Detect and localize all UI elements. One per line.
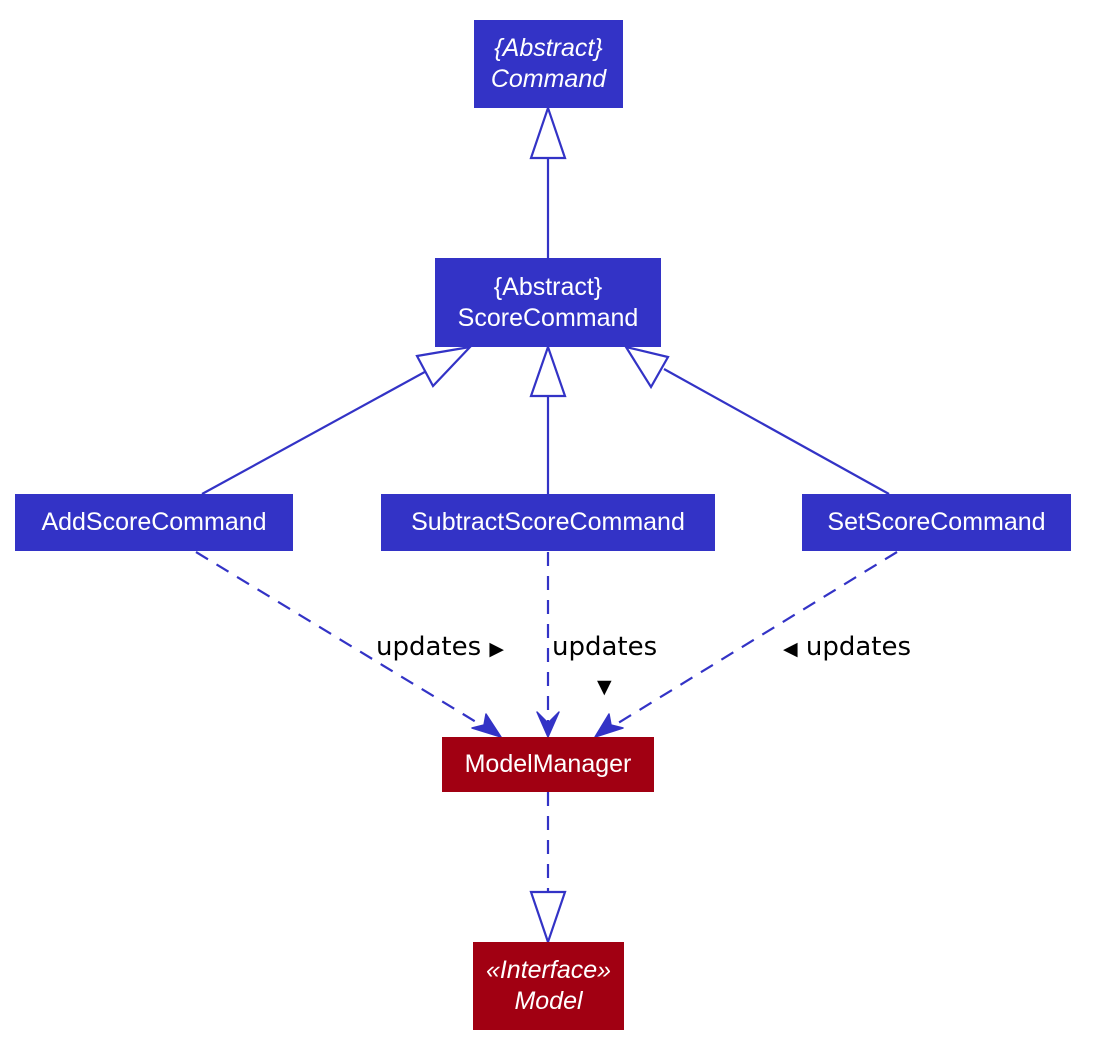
label-add-updates: updates ▶: [376, 632, 504, 664]
realization-arrowhead: [529, 890, 567, 946]
edge-add-extends-scorecommand: [201, 367, 433, 495]
class-subtractscorecommand: SubtractScoreCommand: [381, 494, 715, 551]
generalization-arrowhead: [415, 345, 474, 388]
label-set-updates-text: updates: [805, 632, 912, 662]
label-subtract-updates: updates: [552, 632, 657, 662]
dependency-arrowhead: [594, 713, 624, 738]
class-command-name: Command: [490, 65, 607, 93]
dependency-arrowhead: [536, 711, 560, 738]
class-setscorecommand-name: SetScoreCommand: [827, 508, 1046, 536]
generalization-arrowhead: [529, 343, 567, 398]
label-add-updates-text: updates: [376, 632, 482, 662]
edge-set-updates-modelmanager: [609, 551, 898, 729]
interface-model: «Interface» Model: [473, 942, 624, 1030]
class-command: {Abstract} Command: [474, 20, 623, 108]
class-modelmanager: ModelManager: [442, 737, 654, 792]
arrow-down-icon: ▼: [597, 676, 612, 698]
edge-add-updates-modelmanager: [195, 551, 487, 729]
class-setscorecommand: SetScoreCommand: [802, 494, 1071, 551]
class-subtractscorecommand-name: SubtractScoreCommand: [411, 508, 685, 536]
class-scorecommand-name: ScoreCommand: [457, 303, 639, 332]
class-scorecommand-stereotype: {Abstract}: [493, 272, 603, 301]
edge-set-extends-scorecommand: [663, 368, 890, 495]
class-addscorecommand-name: AddScoreCommand: [41, 508, 267, 536]
generalization-arrowhead: [623, 345, 670, 390]
class-scorecommand: {Abstract} ScoreCommand: [435, 258, 661, 347]
label-set-updates: ◀ updates: [783, 632, 911, 664]
class-modelmanager-name: ModelManager: [464, 750, 632, 778]
interface-model-stereotype: «Interface»: [485, 956, 612, 984]
arrow-right-icon: ▶: [489, 638, 505, 660]
label-subtract-updates-text: updates: [552, 632, 658, 662]
arrow-left-icon: ◀: [783, 638, 798, 660]
interface-model-name: Model: [514, 987, 583, 1015]
dependency-arrowhead: [471, 713, 502, 738]
class-command-stereotype: {Abstract}: [494, 34, 603, 62]
class-addscorecommand: AddScoreCommand: [15, 494, 293, 551]
generalization-arrowhead: [529, 104, 567, 160]
